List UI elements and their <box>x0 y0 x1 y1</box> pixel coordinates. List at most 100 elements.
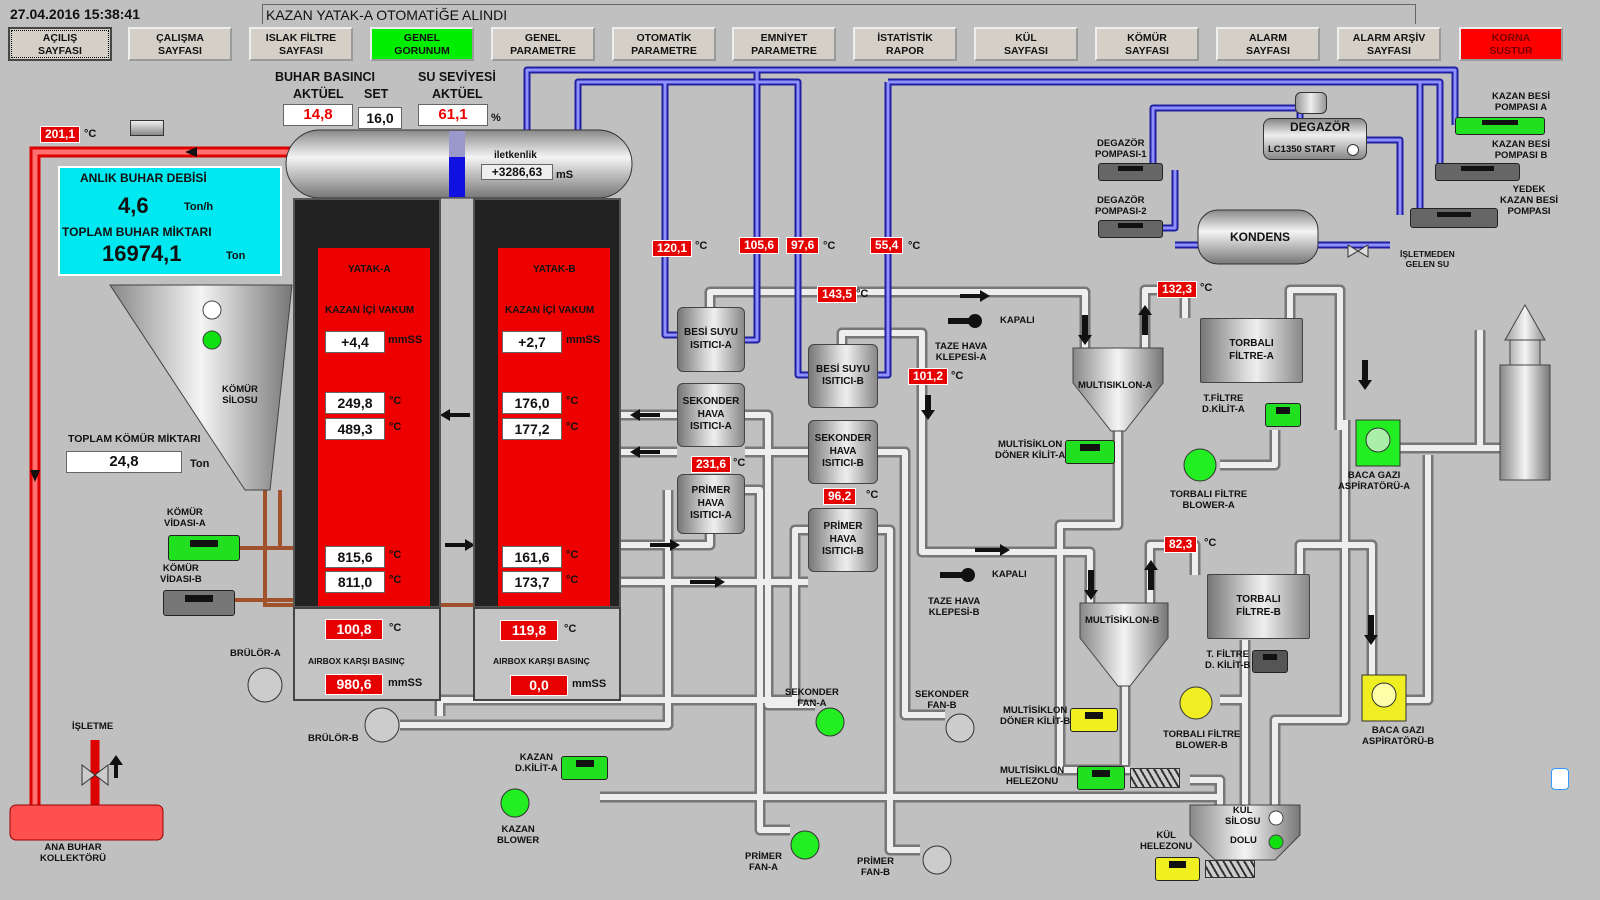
anlik-unit: Ton/h <box>184 201 214 213</box>
bed-b-title: YATAK-B <box>533 264 576 275</box>
degazor-pompasi-1[interactable] <box>1098 163 1163 181</box>
unit: °C <box>733 457 746 469</box>
burner-b-icon <box>364 707 400 743</box>
level-unit: % <box>491 112 501 124</box>
kazan-dkilit-a[interactable] <box>561 756 608 780</box>
anlik-value: 4,6 <box>118 193 149 218</box>
nav-istatistik-rapor[interactable]: İSTATİSTİK RAPOR <box>853 27 957 61</box>
bed-b-vakum: +2,7 <box>502 331 562 353</box>
yedek-besi-pompasi[interactable] <box>1410 208 1498 228</box>
ash-screw-icon <box>1205 860 1255 878</box>
water-level: 61,1 <box>418 104 488 126</box>
su-aktuel-label: AKTÜEL <box>432 87 483 101</box>
besi-a-label: KAZAN BESİ POMPASI A <box>1492 91 1551 113</box>
vida-b-label: KÖMÜR VİDASI-B <box>160 563 202 585</box>
degazor-pompasi-2[interactable] <box>1098 220 1163 238</box>
ms-a-label[interactable]: MULTISIKLON-A <box>1078 380 1153 391</box>
primer-isitici-b[interactable]: PRİMER HAVA ISITICI-B <box>808 508 878 572</box>
unit: °C <box>389 395 402 407</box>
temp-101: 101,2 <box>908 368 949 385</box>
tf-dkilit-a[interactable] <box>1265 403 1301 427</box>
nav-korna-sustur[interactable]: KORNA SUSTUR <box>1459 27 1563 61</box>
tf-dkilit-b[interactable] <box>1252 650 1288 673</box>
kul-helezonu[interactable] <box>1155 857 1200 881</box>
nav-kul[interactable]: KÜL SAYFASI <box>974 27 1078 61</box>
nav-alarm-arsiv[interactable]: ALARM ARŞİV SAYFASI <box>1337 27 1441 61</box>
unit: °C <box>389 549 402 561</box>
bed-b-t1: 176,0 <box>502 392 562 414</box>
sekonder-fan-a-label: SEKONDER FAN-A <box>785 687 839 709</box>
nav-komur[interactable]: KÖMÜR SAYFASI <box>1095 27 1199 61</box>
ms-b-label[interactable]: MULTİSİKLON-B <box>1085 615 1160 626</box>
set-label: SET <box>364 87 389 101</box>
nav-genel-gorunum[interactable]: GENEL GORUNUM <box>370 27 474 61</box>
temp-55: 55,4 <box>870 237 904 254</box>
unit: °C <box>856 288 869 300</box>
temp-143: 143,5 <box>817 286 858 303</box>
burner-b-label: BRÜLÖR-B <box>308 733 359 744</box>
damper-b-icon <box>940 568 975 582</box>
isletmeden-label: İŞLETMEDEN GELEN SU <box>1400 249 1455 269</box>
kazan-besi-pompasi-b[interactable] <box>1435 163 1520 181</box>
kazan-besi-pompasi-a[interactable] <box>1455 117 1545 135</box>
nav-genel-parametre[interactable]: GENEL PARAMETRE <box>491 27 595 61</box>
ms-helezonu[interactable] <box>1077 766 1125 790</box>
damper-b-label[interactable]: TAZE HAVA KLEPESİ-B <box>928 596 981 618</box>
silo-level-high-lamp <box>202 300 222 320</box>
buhar-basinci-label: BUHAR BASINCI <box>275 70 375 84</box>
bed-a-vakum: +4,4 <box>325 331 385 353</box>
nav-calisma[interactable]: ÇALIŞMA SAYFASI <box>128 27 232 61</box>
steam-valve-icon <box>130 120 164 136</box>
ms-helezon-label: MULTİSİKLON HELEZONU <box>1000 765 1065 787</box>
unit: °C <box>908 240 921 252</box>
temp-97: 97,6 <box>786 237 820 254</box>
side-widget-icon[interactable] <box>1551 768 1569 790</box>
komur-vidasi-a[interactable] <box>168 535 240 561</box>
torbali-filtre-b[interactable]: TORBALI FİLTRE-B <box>1207 574 1310 639</box>
nav-otomatik-parametre[interactable]: OTOMATİK PARAMETRE <box>612 27 716 61</box>
besi-b-label: KAZAN BESİ POMPASI B <box>1492 139 1551 161</box>
ms-kilit-a-label: MULTİSİKLON DÖNER KİLİT-A <box>995 439 1066 461</box>
besi-suyu-isitici-b[interactable]: BESİ SUYU ISITICI-B <box>808 344 878 408</box>
temp-105: 105,6 <box>739 237 780 254</box>
unit: °C <box>866 489 879 501</box>
lc-lamp <box>1347 144 1359 156</box>
sekonder-isitici-b[interactable]: SEKONDER HAVA ISITICI-B <box>808 420 878 484</box>
dolu-label: DOLU <box>1230 835 1257 846</box>
airbox-a-label: AIRBOX KARŞI BASINÇ <box>308 656 405 666</box>
bed-a-vakum-unit: mmSS <box>388 334 423 346</box>
coal-total-label: TOPLAM KÖMÜR MİKTARI <box>68 433 201 445</box>
unit: °C <box>823 240 836 252</box>
unit: mmSS <box>388 677 423 689</box>
pressure-actual: 14,8 <box>283 104 353 126</box>
sekonder-fan-b-icon <box>945 713 975 743</box>
kondens-tank <box>1197 209 1319 265</box>
nav-acilis[interactable]: AÇILIŞ SAYFASI <box>8 27 112 61</box>
pressure-set[interactable]: 16,0 <box>358 107 402 129</box>
primer-fan-b-icon <box>922 845 952 875</box>
bed-b-t4: 173,7 <box>502 571 562 593</box>
damper-a-label[interactable]: TAZE HAVA KLEPESİ-A <box>935 341 988 363</box>
ms-doner-kilit-a[interactable] <box>1065 440 1115 464</box>
coal-total: 24,8 <box>66 451 182 473</box>
unit: °C <box>951 370 964 382</box>
kazan-kilit-label: KAZAN D.KİLİT-A <box>515 752 558 774</box>
torbali-filtre-a[interactable]: TORBALI FİLTRE-A <box>1200 318 1303 383</box>
iletkenlik-value: +3286,63 <box>481 164 553 180</box>
nav-emniyet-parametre[interactable]: EMNİYET PARAMETRE <box>732 27 836 61</box>
besi-suyu-isitici-a[interactable]: BESİ SUYU ISITICI-A <box>677 307 745 372</box>
primer-isitici-a[interactable]: PRİMER HAVA ISITICI-A <box>677 474 745 534</box>
coal-total-unit: Ton <box>190 458 210 470</box>
bed-b-vakum-unit: mmSS <box>566 334 601 346</box>
unit: °C <box>695 240 708 252</box>
isletmeden-valve-icon <box>1347 244 1369 258</box>
nav-islak-filtre[interactable]: ISLAK FİLTRE SAYFASI <box>249 27 353 61</box>
nav-alarm[interactable]: ALARM SAYFASI <box>1216 27 1320 61</box>
sekonder-isitici-a[interactable]: SEKONDER HAVA ISITICI-A <box>677 383 745 447</box>
temp-96: 96,2 <box>823 488 857 505</box>
kul-silo-label: KÜL SİLOSU <box>1225 805 1261 827</box>
ms-doner-kilit-b[interactable] <box>1070 708 1118 732</box>
komur-vidasi-b[interactable] <box>163 590 235 616</box>
toplam-label: TOPLAM BUHAR MİKTARI <box>62 225 212 239</box>
primer-fan-a-label: PRİMER FAN-A <box>745 851 782 873</box>
